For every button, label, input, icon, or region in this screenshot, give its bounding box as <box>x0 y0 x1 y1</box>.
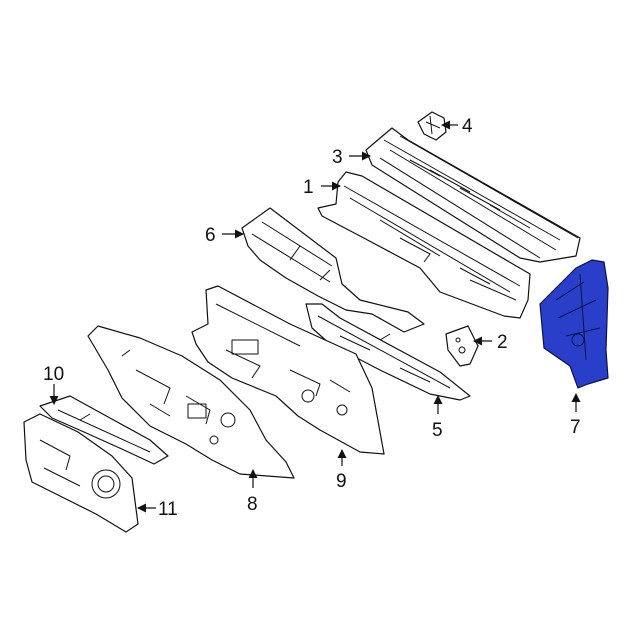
part-8-insulator[interactable] <box>87 325 295 479</box>
part-11-lower-panel[interactable] <box>23 413 139 533</box>
callout-10[interactable]: 10 <box>43 364 64 385</box>
callout-11[interactable]: 11 <box>158 499 178 520</box>
callout-6[interactable]: 6 <box>205 225 216 246</box>
callout-1[interactable]: 1 <box>303 177 314 198</box>
callout-4[interactable]: 4 <box>462 116 473 137</box>
part-3-cowl-grille[interactable] <box>365 127 581 263</box>
part-9-dash-panel[interactable] <box>191 285 385 455</box>
callout-2[interactable]: 2 <box>497 332 508 353</box>
part-7-side-bracket[interactable] <box>539 259 609 389</box>
leader-lines <box>49 120 581 513</box>
part-6-reinforcement[interactable] <box>241 207 425 333</box>
callout-7[interactable]: 7 <box>570 417 581 438</box>
callout-5[interactable]: 5 <box>432 420 443 441</box>
callout-9[interactable]: 9 <box>336 471 347 492</box>
part-2-bracket[interactable] <box>445 325 479 367</box>
callout-3[interactable]: 3 <box>332 147 343 168</box>
part-4-bracket[interactable] <box>417 111 447 141</box>
callout-labels: 1 2 3 4 5 6 7 8 9 10 11 <box>43 116 581 520</box>
part-1-cowl-panel[interactable] <box>317 171 531 319</box>
callout-8[interactable]: 8 <box>247 494 258 515</box>
part-10-panel[interactable] <box>39 395 169 465</box>
part-5-crossmember[interactable] <box>305 303 471 401</box>
